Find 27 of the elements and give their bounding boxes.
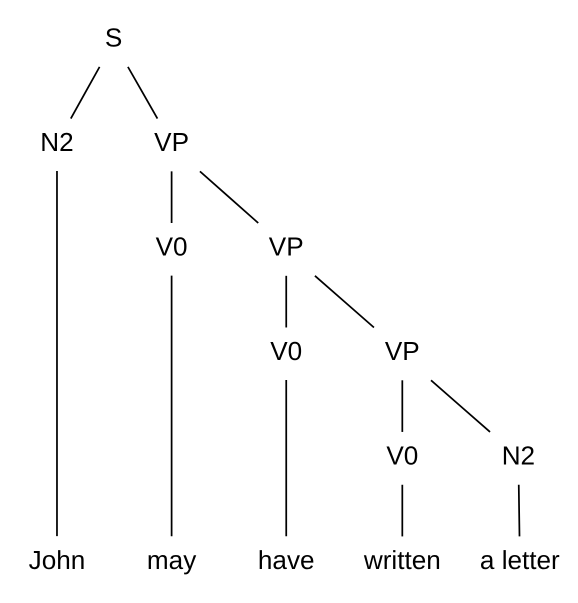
connector <box>170 276 172 536</box>
connector <box>284 276 287 328</box>
node-text: VP <box>384 336 420 366</box>
node-text: N2 <box>40 127 74 158</box>
node-text: a letter <box>479 545 560 576</box>
node-text: V0 <box>270 336 302 366</box>
node-text: S <box>104 22 122 53</box>
node-text: N2 <box>501 440 535 471</box>
connector <box>56 170 58 536</box>
connector <box>517 484 520 536</box>
connector <box>400 484 403 536</box>
node-text: written <box>363 545 440 576</box>
node-text: have <box>257 545 314 576</box>
node-text: V0 <box>155 232 188 262</box>
connector <box>170 171 172 223</box>
connector <box>314 275 374 328</box>
connector <box>70 66 100 119</box>
node-text: may <box>146 545 196 576</box>
connector <box>126 66 158 119</box>
connector <box>284 380 287 536</box>
connector <box>400 380 403 432</box>
node-text: VP <box>268 232 304 262</box>
node-text: VP <box>154 127 189 158</box>
connector <box>198 170 258 224</box>
node-text: John <box>28 545 85 576</box>
connector <box>430 380 490 433</box>
node-text: V0 <box>386 440 418 471</box>
